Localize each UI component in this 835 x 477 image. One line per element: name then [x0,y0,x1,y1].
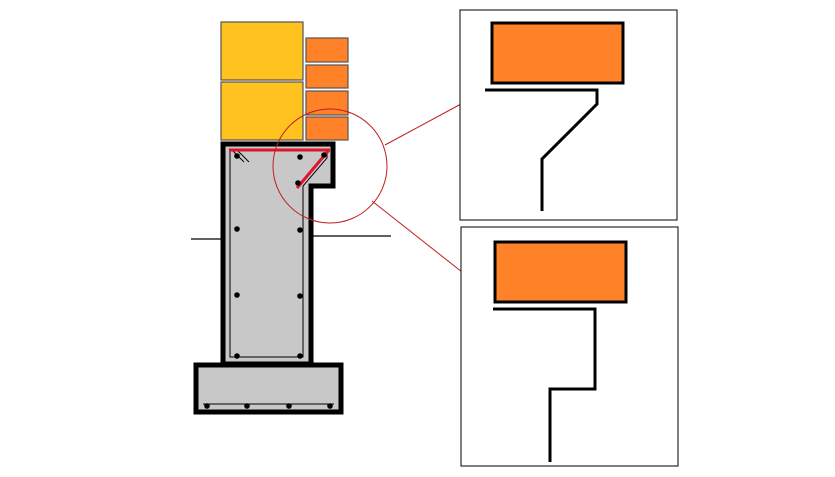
detail-callout-leader-top [384,103,462,146]
retaining-wall-stem [220,141,336,367]
ground-line [191,235,391,240]
rebar-dot [297,227,303,233]
masonry-block [220,81,304,141]
rebar-dot [286,403,292,409]
footing [193,362,344,415]
rebar-dot [327,403,333,409]
masonry-blocks [220,21,304,141]
rebar-dot [244,403,250,409]
brick [305,64,349,89]
rebar-dot [234,226,240,232]
rebar-dot [297,154,303,160]
detail-panel-stepped-bar [460,226,679,467]
brick [305,90,349,116]
detail-rebar-stepped [493,307,597,462]
detail-brick [490,21,625,85]
rebar-dots [204,152,333,409]
detail-panel-sloped-bar [459,9,678,221]
bricks [305,37,349,141]
rebar-dot [297,293,303,299]
rebar-dot [204,403,210,409]
rebar-dot [234,292,240,298]
rebar-dot [297,353,303,359]
brick [305,116,349,141]
masonry-block [220,21,304,81]
rebar-dot [234,153,240,159]
rebar-dot [234,353,240,359]
rebar-dot [295,180,301,186]
rebar-dot [321,152,327,158]
rebar-hook-mark [236,149,250,163]
detail-brick [493,240,628,304]
detail-callout [272,103,463,273]
detail-rebar-sloped [485,88,599,211]
detail-callout-leader-bottom [371,200,463,273]
detail-callout-circle [272,108,388,224]
brick [305,37,349,63]
